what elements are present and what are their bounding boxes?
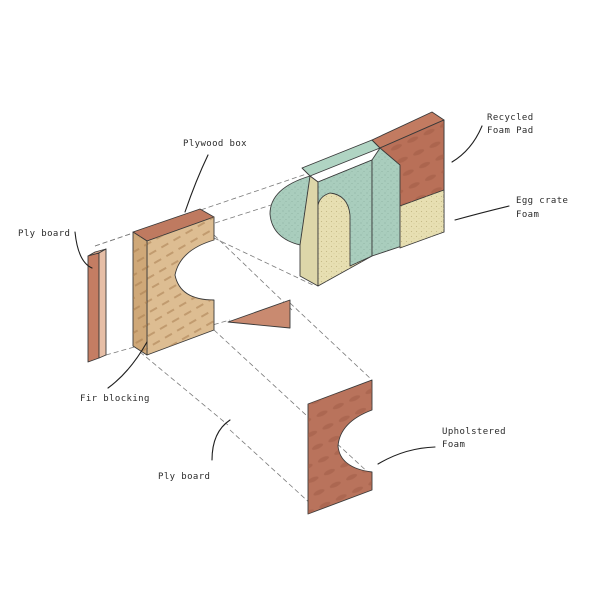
leader-lines <box>74 125 510 465</box>
upholstered-foam-part <box>307 379 373 515</box>
label-recycled-foam-line1: Recycled <box>487 113 534 123</box>
label-fir-blocking: Fir blocking <box>80 394 150 404</box>
label-plywood-box: Plywood box <box>183 139 247 149</box>
label-egg-crate-line1: Egg crate <box>516 196 568 206</box>
ply-board-bottom-part <box>227 299 291 329</box>
label-ply-board-bottom: Ply board <box>158 472 210 482</box>
labels: Ply board Plywood box Recycled Foam Pad … <box>18 113 568 482</box>
label-upholstered-line1: Upholstered <box>442 427 506 437</box>
plywood-box-part <box>132 208 215 356</box>
label-recycled-foam-line2: Foam Pad <box>487 126 534 136</box>
ply-board-left-part <box>87 248 107 363</box>
label-ply-board-left: Ply board <box>18 229 70 239</box>
label-egg-crate-line2: Foam <box>516 210 539 220</box>
label-upholstered-line2: Foam <box>442 440 465 450</box>
foam-assembly-part <box>269 111 445 287</box>
